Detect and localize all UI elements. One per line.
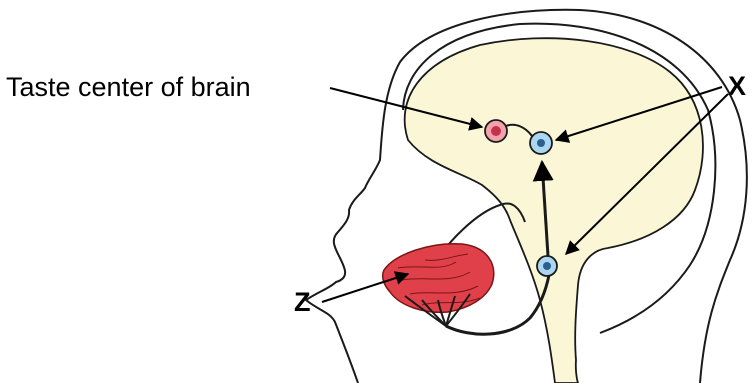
taste-center [485,120,507,142]
taste-center-label: Taste center of brain [6,74,251,101]
brain [405,38,703,383]
label-x: X [728,73,746,100]
label-z: Z [294,289,311,316]
neuron-brainstem [537,256,557,276]
neuron-thalamus [530,132,552,154]
